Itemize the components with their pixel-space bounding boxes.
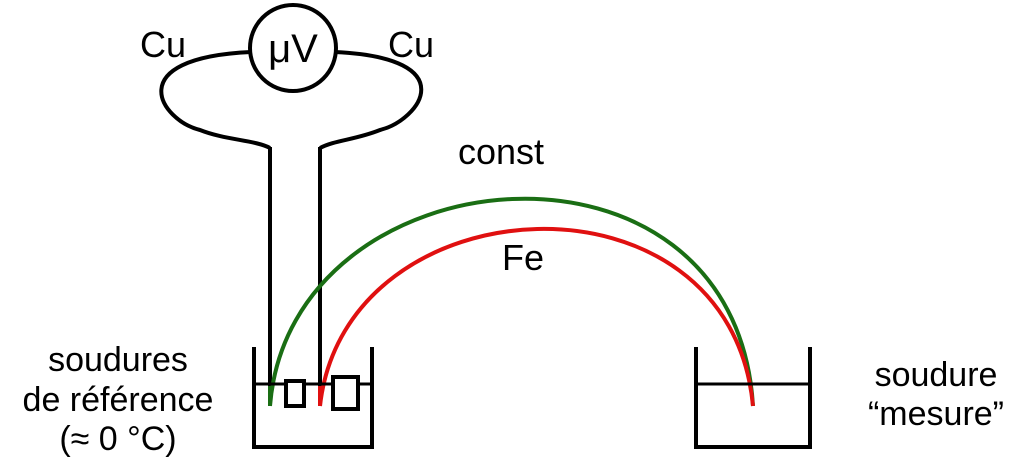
measure-label-line1: soudure xyxy=(875,356,998,394)
const-label: const xyxy=(458,131,544,172)
iron-wire xyxy=(318,227,755,407)
cu-wire-right xyxy=(319,50,424,150)
reference-junction-box-1 xyxy=(284,379,306,408)
constantan-wire xyxy=(268,196,755,407)
cu-label-right: Cu xyxy=(388,24,434,65)
measure-label-line2: “mesure” xyxy=(868,395,1004,433)
reference-bath-container xyxy=(252,347,374,449)
measure-bath-container xyxy=(694,347,812,449)
reference-label-line2: de référence xyxy=(23,381,214,419)
reference-junction-box-2 xyxy=(331,375,360,411)
fe-label: Fe xyxy=(502,237,544,278)
microvoltmeter xyxy=(248,3,338,93)
reference-label-line3: (≈ 0 °C) xyxy=(59,420,176,458)
meter-symbol: μV xyxy=(268,27,318,71)
cu-wire-left xyxy=(159,50,271,150)
reference-label-line1: soudures xyxy=(48,341,188,379)
cu-label-left: Cu xyxy=(140,24,186,65)
